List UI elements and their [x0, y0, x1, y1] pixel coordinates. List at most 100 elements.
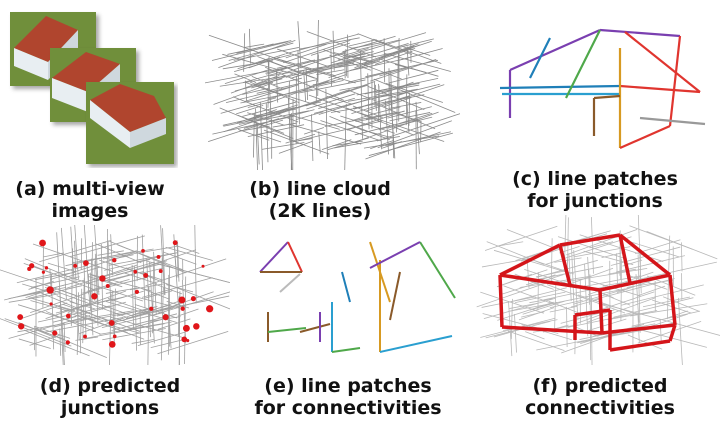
cloud-line	[613, 297, 694, 318]
cloud-line	[110, 316, 188, 340]
cloud-line	[213, 82, 274, 105]
cloud-line	[263, 129, 330, 155]
caption-b-line1: (b) line cloud	[249, 178, 391, 200]
cloud-line	[47, 262, 77, 273]
junction-point	[193, 323, 200, 330]
junction-patches-figure	[499, 28, 706, 150]
cloud-line	[103, 261, 155, 278]
cloud-line	[95, 243, 142, 264]
junction-point	[112, 334, 117, 339]
junction-point	[180, 306, 185, 311]
cloud-line	[316, 20, 319, 82]
junction-point	[178, 296, 186, 304]
cloud-line	[102, 245, 178, 260]
junction-point	[181, 336, 188, 343]
cloud-line	[525, 331, 545, 340]
cloud-line	[277, 48, 334, 69]
cloud-line	[367, 73, 370, 130]
cloud-line	[359, 43, 419, 65]
cloud-line	[265, 66, 345, 101]
cloud-line	[476, 280, 553, 308]
cloud-line	[316, 69, 345, 76]
line-cloud-figure	[205, 20, 460, 170]
cloud-line	[621, 284, 704, 306]
cloud-line	[557, 236, 628, 260]
patch-line	[624, 31, 701, 93]
cloud-line	[176, 240, 179, 278]
cloud-line	[680, 242, 683, 272]
cloud-line	[351, 95, 410, 115]
cloud-line	[265, 89, 350, 119]
patch-line	[529, 37, 551, 79]
junction-point	[83, 260, 89, 266]
cloud-line	[370, 140, 394, 150]
junction-point	[83, 334, 87, 339]
cloud-line	[347, 69, 398, 83]
cloud-line	[549, 306, 578, 313]
cloud-line	[256, 79, 318, 94]
patch-line	[299, 323, 331, 333]
cloud-line	[257, 68, 310, 87]
multi-view-images-figure	[10, 12, 174, 164]
cloud-line	[4, 279, 85, 301]
cloud-line	[308, 74, 347, 88]
cloud-line	[303, 127, 325, 135]
cloud-line	[366, 110, 405, 120]
cloud-line	[248, 56, 281, 69]
cloud-line	[245, 82, 283, 96]
junction-point	[99, 275, 106, 282]
cloud-line	[550, 238, 553, 283]
cloud-line	[587, 297, 656, 323]
cloud-line	[272, 77, 302, 86]
cloud-line	[160, 257, 163, 314]
cloud-line	[503, 285, 555, 305]
cloud-line	[89, 308, 153, 321]
cloud-line	[8, 315, 91, 339]
junction-point	[156, 254, 161, 259]
cloud-line	[223, 106, 297, 133]
cloud-line	[131, 338, 155, 344]
cloud-line	[318, 62, 354, 70]
cloud-line	[514, 291, 566, 303]
cloud-line	[330, 52, 363, 64]
patch-line	[369, 241, 391, 303]
cloud-line	[348, 88, 418, 102]
cloud-line	[238, 129, 270, 141]
cloud-line	[259, 101, 263, 170]
cloud-line	[153, 291, 230, 316]
cloud-line	[22, 302, 68, 319]
cloud-line	[107, 297, 150, 314]
predicted-connectivities-figure	[476, 215, 720, 365]
cloud-line	[637, 285, 666, 296]
cloud-line	[238, 110, 310, 125]
patch-line	[389, 271, 401, 321]
panel-a-multi-view-images	[8, 8, 178, 168]
cloud-line	[332, 140, 363, 147]
junction-point	[182, 324, 190, 332]
cloud-line	[483, 297, 556, 319]
junction-point	[49, 302, 53, 306]
cloud-line	[224, 68, 271, 85]
cloud-line	[254, 75, 286, 86]
cloud-line	[82, 277, 85, 344]
cloud-line	[340, 115, 395, 134]
cloud-line	[154, 283, 183, 295]
cloud-line	[508, 303, 550, 312]
junction-point	[29, 263, 35, 269]
cloud-line	[94, 225, 100, 295]
cloud-line	[43, 252, 64, 258]
cloud-line	[272, 122, 297, 128]
junction-point	[105, 284, 110, 289]
cloud-line	[87, 275, 123, 288]
patch-line	[369, 241, 421, 269]
cloud-line	[56, 232, 62, 316]
cloud-line	[162, 291, 214, 310]
cloud-line	[390, 71, 395, 159]
cloud-line	[143, 295, 230, 314]
cloud-line	[228, 42, 294, 61]
cloud-line	[292, 138, 313, 143]
caption-d: (d) predicted junctions	[0, 375, 220, 419]
cloud-line	[608, 268, 637, 275]
cloud-line	[344, 103, 347, 170]
cloud-line	[292, 70, 317, 78]
